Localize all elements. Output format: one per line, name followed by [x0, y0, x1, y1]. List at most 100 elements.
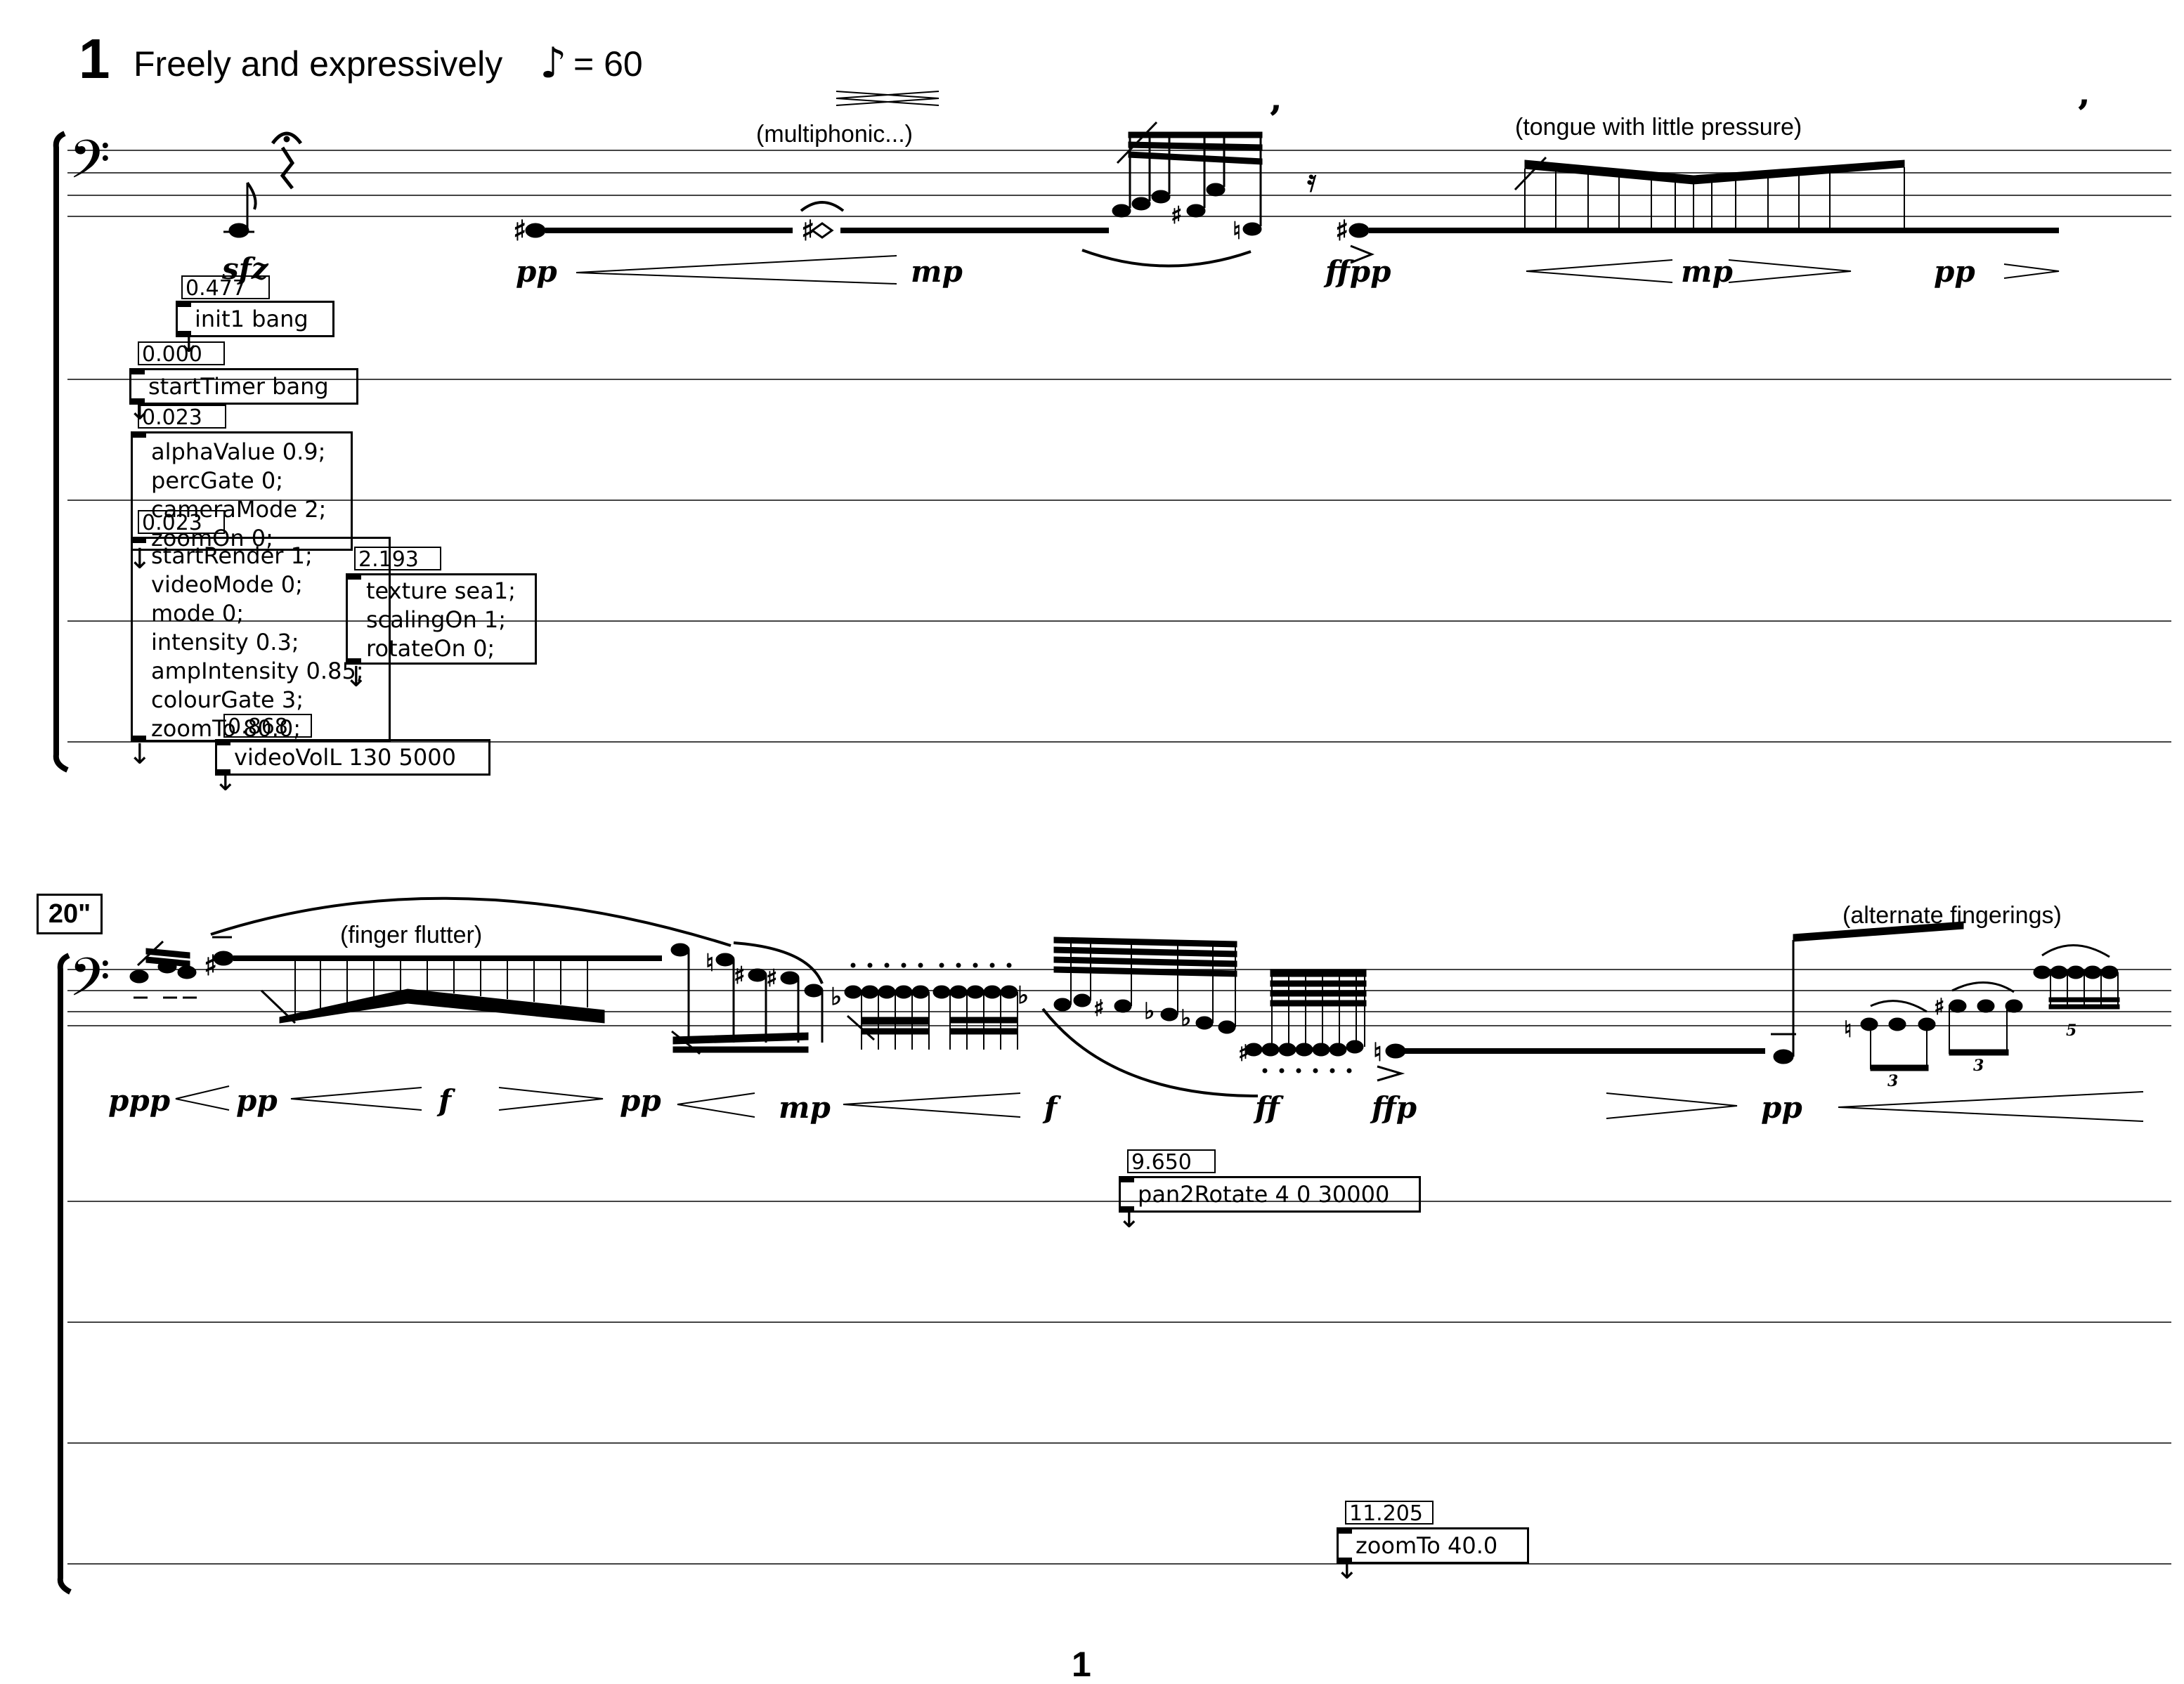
system2-notation: ♯ ♮ ♯ ♯	[129, 896, 2144, 1122]
svg-text:𝄿: 𝄿	[1307, 163, 1316, 199]
cue-message: init1 bang	[195, 306, 308, 332]
inlet	[1337, 1527, 1352, 1534]
rehearsal-number: 1	[79, 27, 110, 90]
svg-text:’: ’	[2077, 92, 2089, 133]
system1-staff-lines	[67, 150, 2171, 743]
dynamic-mark: pp	[236, 1083, 278, 1118]
cue-start-timer[interactable]: startTimer bang	[129, 368, 358, 405]
time-marker: 20"	[37, 894, 103, 934]
tempo-value: = 60	[573, 44, 643, 84]
inlet	[215, 739, 230, 745]
cue-message-line: cameraMode 2;	[151, 496, 327, 523]
outlet	[1337, 1558, 1352, 1564]
inlet	[346, 573, 361, 580]
dynamic-mark: pp	[620, 1083, 661, 1118]
svg-text:♭: ♭	[1181, 1005, 1191, 1031]
tuplet-number: 3	[1973, 1057, 1984, 1075]
system2-staff-lines	[67, 969, 2171, 1565]
down-arrow-icon: ↓	[214, 765, 238, 797]
svg-text:♯: ♯	[734, 962, 745, 990]
cue-message-line: mode 0;	[151, 600, 245, 627]
outlet	[176, 331, 191, 337]
inlet	[176, 301, 191, 307]
cue-time-label: 0.477	[181, 275, 270, 301]
multiphonic-annotation: (multiphonic...)	[756, 121, 913, 148]
svg-text:♭: ♭	[1144, 998, 1155, 1024]
down-arrow-icon: ↓	[177, 327, 201, 359]
tuplet-number: 3	[1887, 1072, 1899, 1090]
svg-text:♭: ♭	[1018, 981, 1029, 1010]
bass-clef-icon: 𝄢	[69, 129, 110, 204]
svg-text:♯: ♯	[1093, 995, 1104, 1022]
dynamic-mark: mp	[779, 1090, 831, 1125]
cue-message: videoVolL 130 5000	[234, 744, 456, 771]
down-arrow-icon: ↓	[1117, 1202, 1141, 1234]
inlet	[131, 537, 146, 543]
cue-time-label: 2.193	[354, 547, 441, 572]
finger-flutter-annotation: (finger flutter)	[340, 922, 483, 948]
down-arrow-icon: ↓	[1335, 1553, 1359, 1586]
cue-message-line: ampIntensity 0.85;	[151, 658, 364, 684]
dynamic-mark: ffp	[1372, 1090, 1417, 1125]
dynamic-mark: ffpp	[1325, 254, 1391, 289]
tongue-annotation: (tongue with little pressure)	[1515, 114, 1802, 141]
tempo-text: Freely and expressively	[134, 44, 503, 84]
dynamic-mark: pp	[1761, 1090, 1802, 1125]
cue-video-vol[interactable]: videoVolL 130 5000	[215, 739, 490, 776]
svg-text:♮: ♮	[1233, 217, 1241, 245]
cue-message: zoomTo 40.0	[1356, 1532, 1498, 1559]
dynamic-mark: f	[1044, 1090, 1058, 1125]
outlet	[1119, 1206, 1134, 1213]
cue-time-label: 0.868	[223, 714, 312, 739]
cue-message: startTimer bang	[148, 373, 329, 400]
cue-pan-rotate[interactable]: pan2Rotate 4 0 30000	[1119, 1176, 1421, 1213]
dynamic-mark: ff	[1255, 1090, 1280, 1125]
dynamic-mark: mp	[911, 254, 963, 289]
svg-text:♯: ♯	[801, 215, 814, 247]
cue-message-line: scalingOn 1;	[366, 606, 507, 633]
down-arrow-icon: ↓	[128, 394, 152, 426]
cue-texture[interactable]: texture sea1; scalingOn 1; rotateOn 0;	[346, 573, 537, 665]
eighth-note-icon: ♪	[540, 39, 567, 88]
cue-time-label: 9.650	[1127, 1149, 1216, 1175]
cue-message-line: rotateOn 0;	[366, 635, 495, 662]
dynamic-mark: f	[438, 1083, 452, 1118]
cue-message-line: intensity 0.3;	[151, 629, 299, 655]
svg-text:♮: ♮	[706, 949, 714, 977]
down-arrow-icon: ↓	[128, 738, 152, 771]
svg-text:♭: ♭	[831, 983, 842, 1011]
page-number: 1	[1072, 1645, 1091, 1684]
cue-message-line: texture sea1;	[366, 577, 516, 604]
bass-clef-icon: 𝄢	[69, 946, 110, 1022]
cue-init1[interactable]: init1 bang	[176, 301, 334, 337]
svg-text:♯: ♯	[1335, 215, 1348, 247]
cue-message: pan2Rotate 4 0 30000	[1138, 1181, 1390, 1208]
svg-text:♮: ♮	[1844, 1016, 1852, 1043]
cue-zoom[interactable]: zoomTo 40.0	[1337, 1527, 1529, 1564]
svg-text:♯: ♯	[513, 215, 526, 247]
tuplet-number: 5	[2066, 1022, 2077, 1040]
outlet	[131, 736, 146, 742]
cue-time-label: 0.023	[138, 405, 226, 430]
cue-time-label: 11.205	[1345, 1501, 1434, 1526]
down-arrow-icon: ↓	[344, 661, 368, 693]
inlet	[1119, 1176, 1134, 1182]
inlet	[131, 431, 146, 438]
svg-text:♯: ♯	[1238, 1040, 1249, 1066]
svg-text:♯: ♯	[766, 965, 777, 993]
system2-bracket	[57, 953, 72, 1595]
inlet	[129, 368, 145, 374]
svg-text:𝄢: 𝄢	[69, 129, 110, 204]
svg-text:♮: ♮	[1373, 1038, 1382, 1067]
cue-message-line: colourGate 3;	[151, 686, 304, 713]
system1-bracket	[53, 131, 69, 773]
alternate-fingerings-annotation: (alternate fingerings)	[1842, 902, 2062, 929]
cue-message-line: startRender 1;	[151, 542, 313, 569]
dynamic-mark: mp	[1681, 254, 1733, 289]
cue-time-label: 0.000	[138, 341, 225, 367]
system1-notation: ♯ ♯ ♯ ♮ ’ 𝄿 ♯	[223, 91, 2090, 285]
dynamic-mark: ppp	[108, 1083, 171, 1118]
svg-text:♯: ♯	[1171, 202, 1182, 230]
cue-setup-bottom[interactable]: startRender 1; videoMode 0; mode 0; inte…	[131, 537, 391, 742]
